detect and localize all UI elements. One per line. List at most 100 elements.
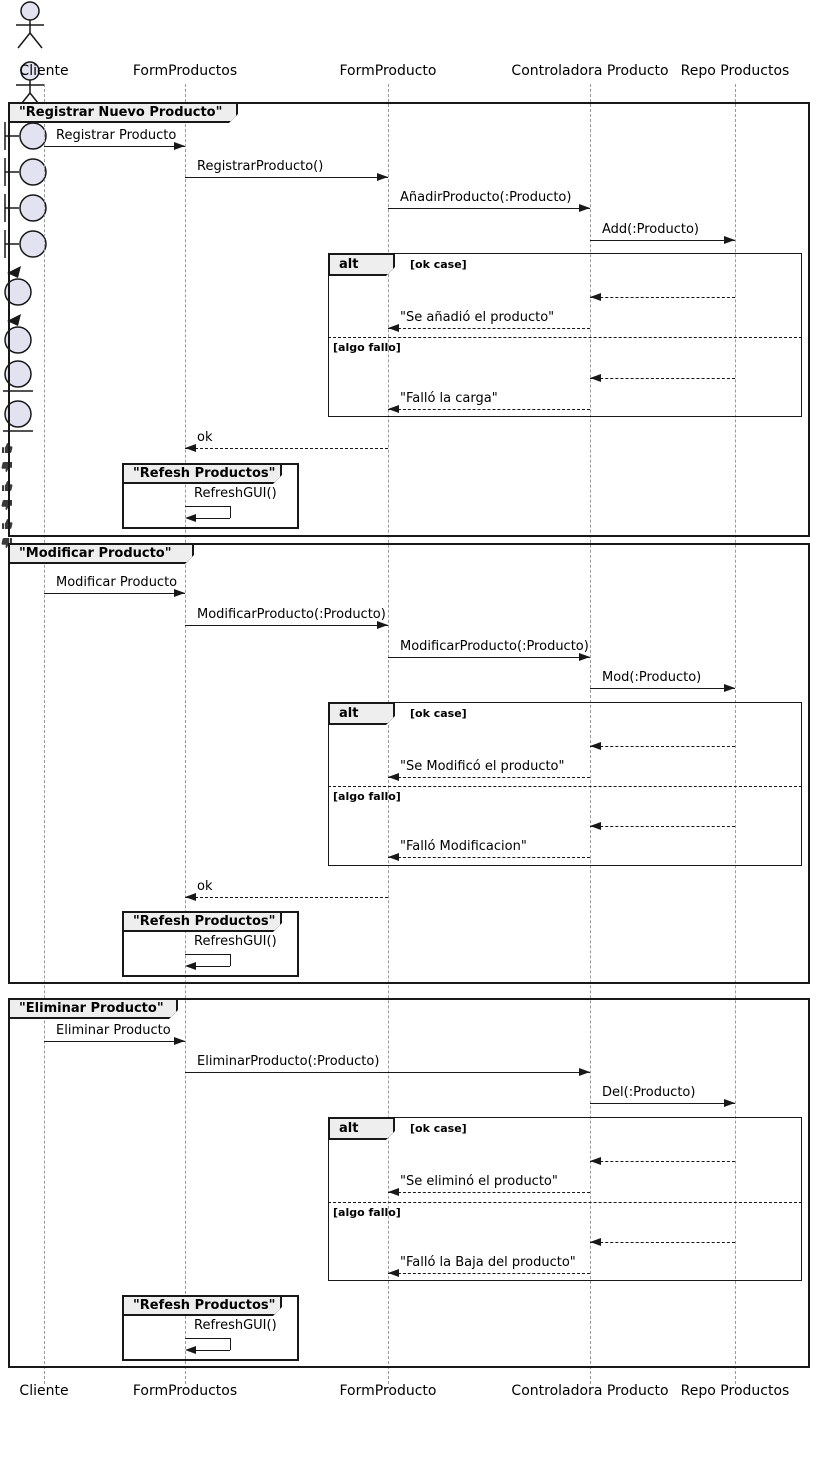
boundary-icon — [0, 156, 816, 192]
message-arrowhead — [590, 822, 601, 830]
message-arrowhead — [388, 773, 399, 781]
alt-operator-title: alt — [339, 1121, 359, 1136]
self-message-line — [194, 1350, 230, 1351]
participant-label-bottom: FormProducto — [339, 1383, 437, 1399]
alt-guard: [algo fallo] — [333, 1206, 401, 1219]
participant-label-bottom: Repo Productos — [680, 1383, 790, 1399]
message-arrowhead — [590, 742, 601, 750]
boundary-icon — [0, 192, 816, 228]
message-line — [590, 826, 735, 827]
message-line — [590, 688, 735, 689]
frame-0-tab-title: "Registrar Nuevo Producto" — [19, 105, 223, 120]
message-line — [590, 240, 735, 241]
self-message-line — [185, 1338, 230, 1339]
refresh-frame-tab-fill — [123, 1296, 281, 1315]
message-line — [185, 1072, 590, 1073]
control-icon — [0, 312, 816, 360]
message-label: "Falló la Baja del producto" — [400, 1255, 576, 1270]
message-label: Add(:Producto) — [602, 222, 700, 237]
refresh-frame-tab: "Refesh Productos" — [122, 911, 282, 932]
lifeline-4 — [735, 84, 736, 1384]
refresh-frame-tab-fill — [123, 912, 281, 931]
message-label: EliminarProducto(:Producto) — [197, 1054, 380, 1069]
participant-label-bottom: Controladora Producto — [511, 1383, 669, 1399]
alt-guard: [ok case] — [410, 1122, 467, 1135]
participant-label-top: FormProducto — [339, 63, 437, 79]
self-message-line — [230, 954, 231, 966]
alt-guard: [ok case] — [410, 258, 467, 271]
participant-label-top: Cliente — [19, 63, 69, 79]
refresh-frame-tab: "Refesh Productos" — [122, 463, 282, 484]
message-arrowhead — [724, 236, 735, 244]
frame-0 — [8, 102, 810, 537]
self-message-label: RefreshGUI() — [194, 934, 277, 949]
message-label: RegistrarProducto() — [197, 159, 324, 174]
actor-icon — [0, 0, 816, 60]
refresh-frame-tab-fill — [123, 464, 281, 483]
alt-divider — [328, 1202, 802, 1203]
frame-1 — [8, 543, 810, 984]
alt-operator-fill — [329, 254, 394, 275]
message-line — [185, 448, 388, 449]
message-arrowhead — [388, 1269, 399, 1277]
message-arrowhead — [724, 1099, 735, 1107]
message-arrowhead — [174, 589, 185, 597]
alt-divider — [328, 786, 802, 787]
message-arrowhead — [388, 324, 399, 332]
control-icon — [0, 264, 816, 312]
message-line — [388, 777, 590, 778]
self-message-label: RefreshGUI() — [194, 486, 277, 501]
frame-0-tab-fill — [9, 103, 237, 122]
message-label: Registrar Producto — [56, 128, 177, 143]
message-line — [185, 625, 388, 626]
message-label: "Se Modificó el producto" — [400, 759, 565, 774]
alt-divider — [328, 337, 802, 338]
refresh-frame-tab-title: "Refesh Productos" — [133, 466, 276, 481]
message-arrowhead — [174, 142, 185, 150]
message-line — [185, 897, 388, 898]
self-message-line — [194, 966, 230, 967]
message-line — [44, 593, 185, 594]
message-line — [388, 208, 590, 209]
message-arrowhead — [590, 1157, 601, 1165]
message-arrowhead — [185, 514, 196, 522]
entity-icon — [0, 360, 816, 400]
message-arrowhead — [377, 173, 388, 181]
frame-2 — [8, 998, 810, 1368]
alt-operator: alt — [328, 1117, 395, 1140]
message-arrowhead — [185, 1346, 196, 1354]
message-label: "Se añadió el producto" — [400, 310, 555, 325]
message-line — [388, 1273, 590, 1274]
message-arrowhead — [174, 1037, 185, 1045]
message-line — [590, 1242, 735, 1243]
refresh-frame-tab-title: "Refesh Productos" — [133, 1298, 276, 1313]
frame-2-tab-title: "Eliminar Producto" — [19, 1001, 164, 1016]
message-arrowhead — [579, 1068, 590, 1076]
frame-2-tab-fill — [9, 999, 177, 1018]
frame-0-tab: "Registrar Nuevo Producto" — [8, 102, 238, 123]
alt-fragment — [328, 702, 802, 866]
message-line — [185, 177, 388, 178]
boundary-icon — [0, 228, 816, 264]
message-label: Mod(:Producto) — [602, 670, 702, 685]
participant-label-bottom: FormProductos — [132, 1383, 238, 1399]
lifeline-0 — [44, 84, 45, 1384]
alt-guard: [ok case] — [410, 707, 467, 720]
alt-operator-title: alt — [339, 706, 359, 721]
message-line — [44, 1041, 185, 1042]
message-arrowhead — [590, 293, 601, 301]
message-arrowhead — [590, 374, 601, 382]
message-label: "Se eliminó el producto" — [400, 1174, 558, 1189]
message-label: Modificar Producto — [56, 575, 178, 590]
message-arrowhead — [579, 204, 590, 212]
alt-guard: [algo fallo] — [333, 341, 401, 354]
message-label: "Falló la carga" — [400, 391, 498, 406]
message-line — [388, 1192, 590, 1193]
message-label: ModificarProducto(:Producto) — [400, 639, 589, 654]
message-arrowhead — [388, 1188, 399, 1196]
message-line — [590, 1161, 735, 1162]
message-arrowhead — [185, 893, 196, 901]
message-label: Del(:Producto) — [602, 1085, 696, 1100]
frame-1-tab-fill — [9, 544, 193, 563]
message-line — [388, 857, 590, 858]
